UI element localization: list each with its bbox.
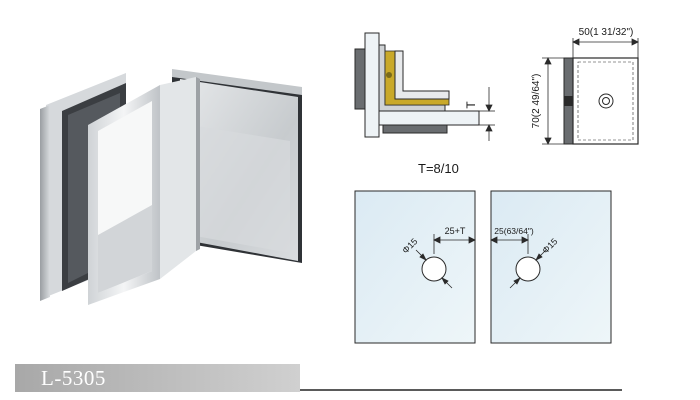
thickness-dimension bbox=[479, 87, 495, 141]
side-neck bbox=[564, 96, 573, 106]
horizontal-glass bbox=[378, 110, 480, 126]
cross-section-diagram: T bbox=[354, 32, 495, 141]
right-back-plate bbox=[172, 69, 302, 263]
glass-panel-right bbox=[490, 190, 612, 344]
left-clamp-plate bbox=[354, 48, 366, 110]
height-label: 70(2 49/64") bbox=[531, 74, 542, 129]
thickness-label: T bbox=[464, 101, 478, 109]
left-offset-label: 25+T bbox=[445, 226, 466, 236]
front-left-panel bbox=[88, 85, 160, 305]
model-label: L-5305 bbox=[15, 364, 300, 392]
thickness-value-text: T=8/10 bbox=[418, 161, 459, 176]
bottom-clamp-plate bbox=[382, 124, 448, 134]
hole-left bbox=[421, 256, 447, 282]
inner-corner-metal bbox=[394, 50, 450, 100]
front-right-panel bbox=[160, 77, 200, 279]
side-view-diagram: 50(1 31/32") 70(2 49/64") bbox=[531, 27, 639, 145]
width-label: 50(1 31/32") bbox=[579, 27, 634, 38]
glass-panel-left bbox=[354, 190, 476, 344]
product-render bbox=[40, 69, 302, 305]
vertical-glass bbox=[364, 32, 380, 138]
width-dimension bbox=[572, 38, 639, 60]
right-offset-label: 25(63/64") bbox=[494, 226, 534, 236]
glass-hole-diagram-left: 25+T Φ15 bbox=[354, 190, 476, 344]
glass-hole-diagram-right: 25(63/64") Φ15 bbox=[490, 190, 612, 344]
hole-right bbox=[515, 256, 541, 282]
divider-line bbox=[300, 389, 622, 391]
